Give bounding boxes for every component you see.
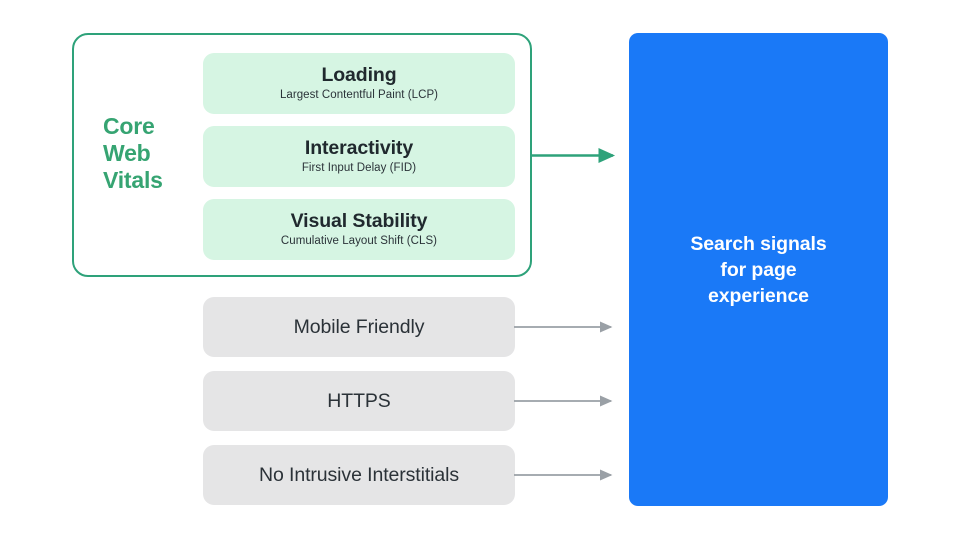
core-web-vitals-label-line-2: Web <box>103 140 151 166</box>
vital-subtitle-visual-stability: Cumulative Layout Shift (CLS) <box>280 235 438 247</box>
mobile-friendly-label: Mobile Friendly <box>293 315 425 338</box>
vital-card-visual-stability[interactable]: Visual Stability Cumulative Layout Shift… <box>203 199 515 260</box>
vital-title-visual-stability: Visual Stability <box>290 210 428 232</box>
no-intrusive-interstitials-card[interactable]: No Intrusive Interstitials <box>203 445 515 505</box>
core-web-vitals-group-label: Core Web Vitals <box>103 113 193 194</box>
vital-card-interactivity[interactable]: Interactivity First Input Delay (FID) <box>203 126 515 187</box>
search-signals-panel[interactable]: Search signals for page experience <box>629 33 888 506</box>
core-web-vitals-label-line-1: Core <box>103 113 155 139</box>
https-card[interactable]: HTTPS <box>203 371 515 431</box>
core-web-vitals-label-line-3: Vitals <box>103 167 163 193</box>
search-signals-panel-text: Search signals for page experience <box>690 232 827 307</box>
mobile-friendly-card[interactable]: Mobile Friendly <box>203 297 515 357</box>
vital-subtitle-loading: Largest Contentful Paint (LCP) <box>279 89 439 101</box>
vital-title-loading: Loading <box>321 64 397 86</box>
vital-subtitle-interactivity: First Input Delay (FID) <box>301 162 417 174</box>
https-label: HTTPS <box>327 389 391 412</box>
no-intrusive-interstitials-label: No Intrusive Interstitials <box>258 463 460 486</box>
vital-card-loading[interactable]: Loading Largest Contentful Paint (LCP) <box>203 53 515 114</box>
vital-title-interactivity: Interactivity <box>304 137 414 159</box>
